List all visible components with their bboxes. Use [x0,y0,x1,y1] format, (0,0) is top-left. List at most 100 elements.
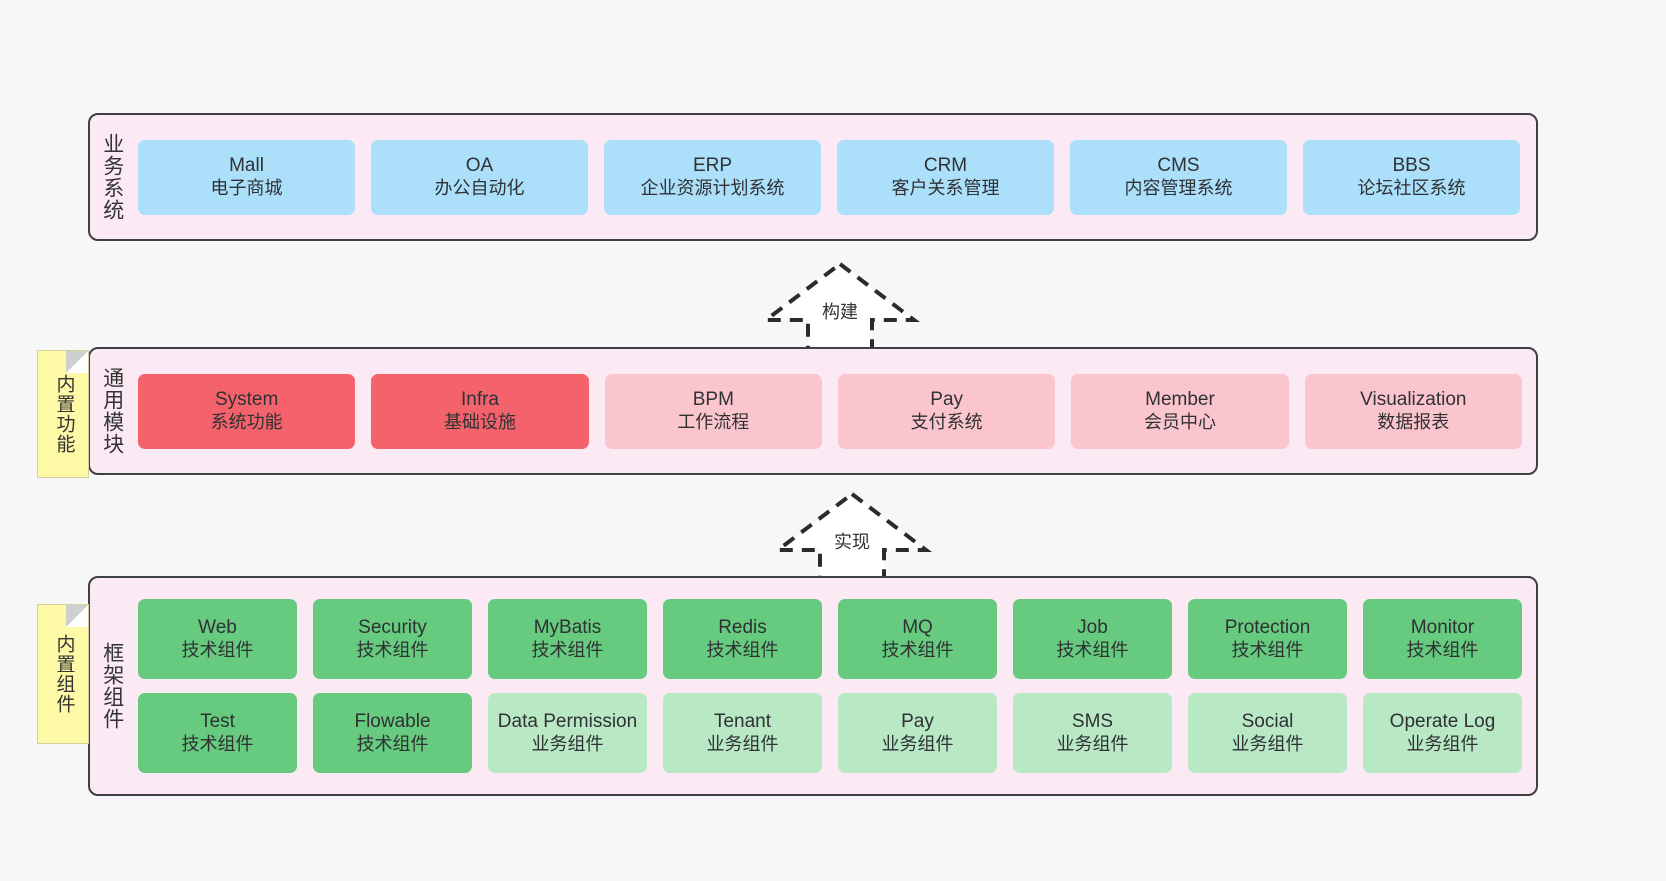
node-title: Protection [1224,617,1311,639]
node-subtitle: 技术组件 [1231,639,1304,660]
band-body-business-systems: Mall 电子商城 OA 办公自动化 ERP 企业资源计划系统 CRM 客户关系… [134,115,1536,239]
node-subtitle: 数据报表 [1377,411,1450,432]
node-bpm[interactable]: BPM 工作流程 [604,373,822,449]
node-title: MyBatis [533,617,602,639]
band-row: System 系统功能 Infra 基础设施 BPM 工作流程 Pay 支付系统… [138,373,1522,449]
node-title: MQ [902,617,933,639]
band-row: Web 技术组件 Security 技术组件 MyBatis 技术组件 Redi… [138,599,1522,679]
node-title: BBS [1392,155,1431,177]
node-title: Visualization [1360,389,1467,411]
node-bbs[interactable]: BBS 论坛社区系统 [1303,139,1520,215]
node-test[interactable]: Test 技术组件 [138,693,297,773]
node-operate-log[interactable]: Operate Log 业务组件 [1363,693,1522,773]
node-subtitle: 办公自动化 [434,177,525,198]
node-subtitle: 技术组件 [356,639,429,660]
node-title: CRM [923,155,968,177]
node-subtitle: 业务组件 [1056,733,1129,754]
node-security[interactable]: Security 技术组件 [313,599,472,679]
band-business-systems: 业务系统 Mall 电子商城 OA 办公自动化 ERP 企业资源计划系统 CRM… [88,113,1538,241]
node-cms[interactable]: CMS 内容管理系统 [1070,139,1287,215]
node-title: OA [465,155,494,177]
node-title: Social [1241,711,1294,733]
band-common-modules: 通用模块 System 系统功能 Infra 基础设施 BPM 工作流程 Pay… [88,347,1538,475]
node-tenant[interactable]: Tenant 业务组件 [663,693,822,773]
node-pay-component[interactable]: Pay 业务组件 [838,693,997,773]
node-protection[interactable]: Protection 技术组件 [1188,599,1347,679]
build-arrow-label: 构建 [822,302,858,322]
implement-arrow: 实现 [772,488,932,584]
node-subtitle: 业务组件 [531,733,604,754]
node-mall[interactable]: Mall 电子商城 [138,139,355,215]
node-subtitle: 技术组件 [881,639,954,660]
node-subtitle: 业务组件 [1406,733,1479,754]
node-title: Pay [901,711,934,733]
band-label-business-systems: 业务系统 [100,133,124,221]
node-subtitle: 会员中心 [1143,411,1216,432]
node-title: Job [1077,617,1108,639]
node-subtitle: 技术组件 [706,639,779,660]
node-sms[interactable]: SMS 业务组件 [1013,693,1172,773]
node-title: System [214,389,279,411]
note-builtin-features: 内置功能 [37,350,89,478]
node-subtitle: 业务组件 [706,733,779,754]
node-flowable[interactable]: Flowable 技术组件 [313,693,472,773]
node-title: Security [358,617,427,639]
node-title: Mall [229,155,264,177]
node-member[interactable]: Member 会员中心 [1071,373,1289,449]
node-subtitle: 业务组件 [881,733,954,754]
node-mq[interactable]: MQ 技术组件 [838,599,997,679]
node-redis[interactable]: Redis 技术组件 [663,599,822,679]
node-infra[interactable]: Infra 基础设施 [371,373,589,449]
node-pay-module[interactable]: Pay 支付系统 [837,373,1056,449]
node-visualization[interactable]: Visualization 数据报表 [1304,373,1522,449]
node-mybatis[interactable]: MyBatis 技术组件 [488,599,647,679]
node-title: CMS [1157,155,1200,177]
node-title: Pay [930,389,964,411]
note-builtin-components: 内置组件 [37,604,89,744]
node-title: Flowable [354,711,431,733]
node-social[interactable]: Social 业务组件 [1188,693,1347,773]
node-subtitle: 电子商城 [210,177,283,198]
node-subtitle: 支付系统 [910,411,983,432]
node-subtitle: 业务组件 [1231,733,1304,754]
node-web[interactable]: Web 技术组件 [138,599,297,679]
node-title: Member [1145,389,1215,411]
node-subtitle: 系统功能 [210,411,283,432]
node-title: BPM [692,389,734,411]
band-body-common-modules: System 系统功能 Infra 基础设施 BPM 工作流程 Pay 支付系统… [134,349,1536,473]
node-subtitle: 基础设施 [443,411,516,432]
node-subtitle: 客户关系管理 [891,177,1000,198]
node-system[interactable]: System 系统功能 [138,373,356,449]
band-row: Mall 电子商城 OA 办公自动化 ERP 企业资源计划系统 CRM 客户关系… [138,139,1520,215]
node-job[interactable]: Job 技术组件 [1013,599,1172,679]
node-erp[interactable]: ERP 企业资源计划系统 [604,139,821,215]
node-title: ERP [692,155,733,177]
node-data-permission[interactable]: Data Permission 业务组件 [488,693,647,773]
node-title: Data Permission [497,711,638,733]
band-row: Test 技术组件 Flowable 技术组件 Data Permission … [138,693,1522,773]
node-crm[interactable]: CRM 客户关系管理 [837,139,1054,215]
band-framework-components: 框架组件 Web 技术组件 Security 技术组件 MyBatis 技术组件… [88,576,1538,796]
node-subtitle: 企业资源计划系统 [640,177,785,198]
node-title: Monitor [1410,617,1475,639]
node-title: Tenant [713,711,772,733]
node-subtitle: 技术组件 [531,639,604,660]
band-label-framework-components: 框架组件 [100,642,124,730]
node-title: Operate Log [1389,711,1496,733]
node-title: Redis [718,617,767,639]
node-title: Infra [460,389,499,411]
node-subtitle: 论坛社区系统 [1357,177,1466,198]
build-arrow: 构建 [760,258,920,354]
node-subtitle: 技术组件 [181,733,254,754]
node-subtitle: 技术组件 [356,733,429,754]
node-subtitle: 技术组件 [1406,639,1479,660]
node-monitor[interactable]: Monitor 技术组件 [1363,599,1522,679]
node-subtitle: 技术组件 [1056,639,1129,660]
node-oa[interactable]: OA 办公自动化 [371,139,588,215]
node-title: Test [200,711,235,733]
band-label-common-modules: 通用模块 [100,367,124,455]
node-subtitle: 工作流程 [677,411,750,432]
band-body-framework-components: Web 技术组件 Security 技术组件 MyBatis 技术组件 Redi… [134,578,1536,794]
node-title: SMS [1071,711,1114,733]
